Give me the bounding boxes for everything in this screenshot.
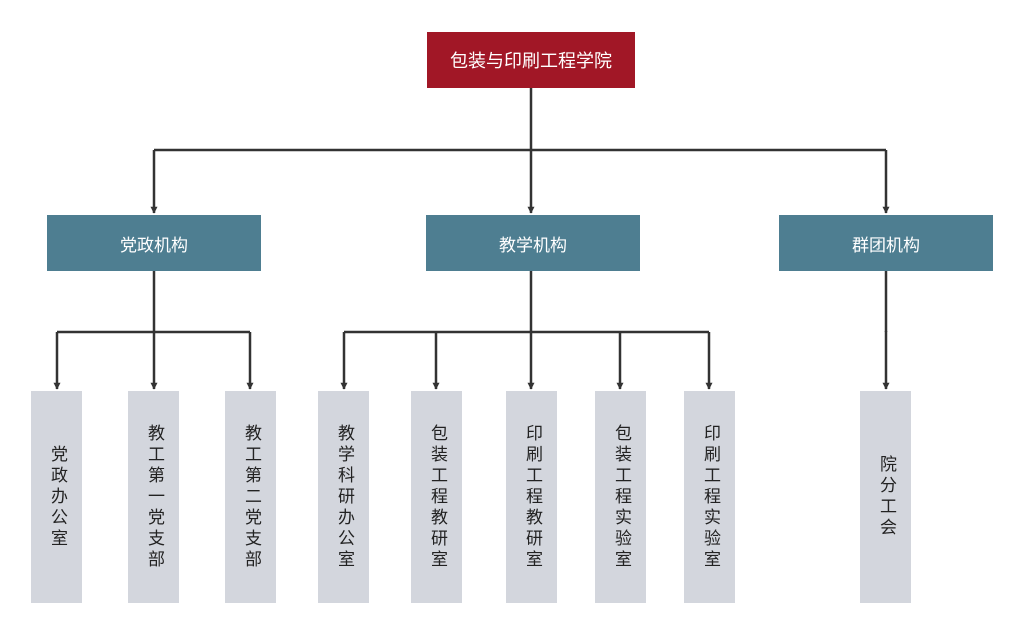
- leaf-node: 教工第二党支部: [225, 391, 276, 603]
- dept-label: 党政机构: [120, 235, 188, 256]
- leaf-node: 党政办公室: [31, 391, 82, 603]
- dept-node-teaching: 教学机构: [426, 215, 640, 271]
- leaf-node: 教学科研办公室: [318, 391, 369, 603]
- leaf-label: 教学科研办公室: [334, 423, 354, 571]
- leaf-node: 包装工程实验室: [595, 391, 646, 603]
- dept-label: 群团机构: [852, 235, 920, 256]
- root-label: 包装与印刷工程学院: [450, 51, 612, 72]
- leaf-label: 印刷工程教研室: [522, 423, 542, 571]
- dept-node-party-admin: 党政机构: [47, 215, 261, 271]
- leaf-node: 教工第一党支部: [128, 391, 179, 603]
- leaf-label: 包装工程实验室: [611, 423, 631, 571]
- dept-label: 教学机构: [499, 235, 567, 256]
- leaf-label: 党政办公室: [47, 444, 67, 550]
- leaf-label: 教工第二党支部: [241, 423, 261, 571]
- leaf-label: 包装工程教研室: [427, 423, 447, 571]
- leaf-node: 包装工程教研室: [411, 391, 462, 603]
- root-node: 包装与印刷工程学院: [427, 32, 635, 88]
- dept-node-mass-org: 群团机构: [779, 215, 993, 271]
- leaf-label: 印刷工程实验室: [700, 423, 720, 571]
- connector-lines: [53, 88, 890, 390]
- leaf-node: 院分工会: [860, 391, 911, 603]
- leaf-node: 印刷工程教研室: [506, 391, 557, 603]
- leaf-label: 院分工会: [876, 455, 896, 539]
- leaf-node: 印刷工程实验室: [684, 391, 735, 603]
- leaf-label: 教工第一党支部: [144, 423, 164, 571]
